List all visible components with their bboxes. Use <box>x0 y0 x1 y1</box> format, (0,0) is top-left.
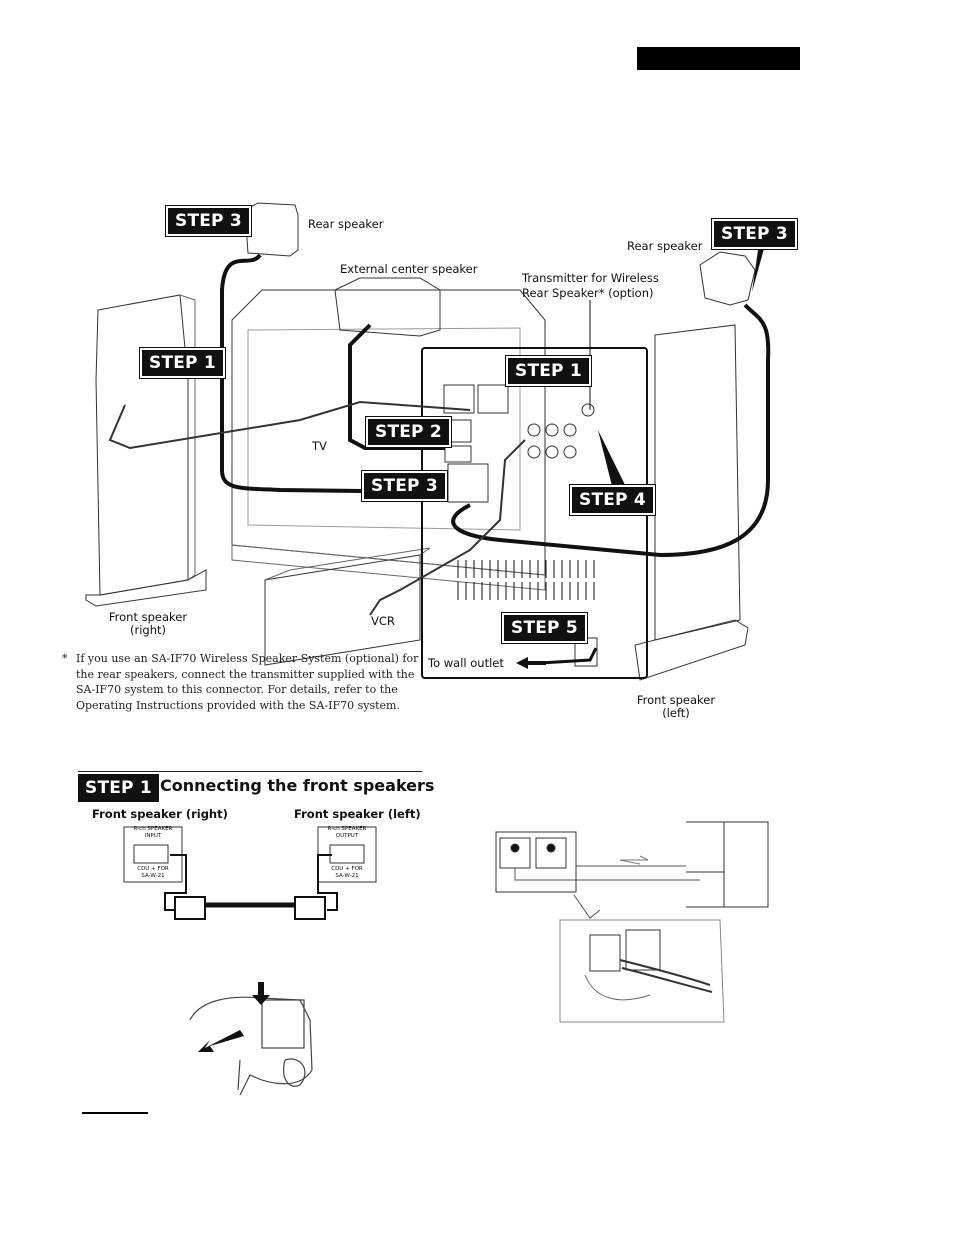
detail-zoom-drawing <box>559 919 725 1023</box>
panel-left-line3: CDU + FOR <box>331 866 363 872</box>
vent-slots <box>457 560 595 600</box>
tv-base <box>231 544 546 591</box>
external-center-speaker-shape <box>334 277 441 337</box>
footnote: * If you use an SA-IF70 Wireless Speaker… <box>62 651 422 713</box>
front-right-cable <box>108 400 471 450</box>
front-speaker-right-base <box>85 569 207 607</box>
label-transmitter-line1: Transmitter for Wireless <box>522 271 659 285</box>
footnote-marker: * <box>62 652 68 665</box>
footnote-text: If you use an SA-IF70 Wireless Speaker S… <box>76 652 419 712</box>
label-wall-outlet: To wall outlet <box>428 656 504 670</box>
tv-screen <box>247 327 521 531</box>
label-front-speaker-left-line2: (left) <box>662 706 690 720</box>
step-badge-unit-front: STEP 1 <box>505 355 592 387</box>
step-badge-video: STEP 4 <box>569 484 656 516</box>
label-front-speaker-left-line1: Front speaker <box>636 693 716 707</box>
rear-speaker-left-shape <box>244 202 299 257</box>
panel-right-line3: CDU + FOR <box>137 866 169 872</box>
rear-speaker-right-shape <box>699 251 756 306</box>
center-cable <box>348 323 445 450</box>
label-external-center-speaker: External center speaker <box>340 262 478 276</box>
label-transmitter-line2: Rear Speaker* (option) <box>522 286 654 300</box>
caption-front-speaker-left: Front speaker (left) <box>294 807 421 821</box>
panel-left-line1: R-ch SPEAKER <box>327 826 367 832</box>
step-badge-rear-left: STEP 3 <box>165 205 252 237</box>
label-vcr: VCR <box>371 614 395 628</box>
step-badge-unit-rear: STEP 3 <box>361 470 448 502</box>
vcr-outline <box>264 554 421 666</box>
header-black-tab <box>637 47 800 70</box>
front-speaker-left-tower <box>654 324 741 641</box>
front-speaker-right-tower <box>95 294 189 596</box>
step-badge-rear-right: STEP 3 <box>711 218 798 250</box>
front-connector-cable-left <box>164 854 187 911</box>
section-rule <box>78 771 422 772</box>
power-cable <box>539 647 598 665</box>
panel-right-line2: INPUT <box>144 833 162 839</box>
step-badge-front-right: STEP 1 <box>139 347 226 379</box>
wall-outlet-arrow <box>516 657 546 669</box>
panel-right-line1: R-ch SPEAKER <box>133 826 173 832</box>
panel-left-line2: OUTPUT <box>335 833 359 839</box>
hand-connector-illustration <box>189 996 313 1096</box>
label-front-speaker-right-line1: Front speaker <box>108 610 188 624</box>
label-rear-speaker-right: Rear speaker <box>627 239 703 253</box>
panel-right-line4: SA-W-21 <box>141 873 165 879</box>
front-connector-cable-right <box>317 854 338 911</box>
caption-front-speaker-right: Front speaker (right) <box>92 807 228 821</box>
detail-panel <box>495 831 577 893</box>
panel-left-line4: SA-W-21 <box>335 873 359 879</box>
label-tv: TV <box>312 439 327 453</box>
rear-right-cable <box>451 303 771 558</box>
step-badge-power: STEP 5 <box>501 612 588 644</box>
label-front-speaker-right-line2: (right) <box>130 623 166 637</box>
front-speaker-left-base <box>634 619 749 681</box>
label-rear-speaker-left: Rear speaker <box>308 217 384 231</box>
section-step-badge: STEP 1 <box>78 774 159 802</box>
section-heading: Connecting the front speakers <box>160 776 435 795</box>
step-badge-center: STEP 2 <box>365 416 452 448</box>
video-cable <box>369 439 526 616</box>
rear-left-cable <box>220 253 441 494</box>
bottom-rule <box>82 1112 148 1114</box>
